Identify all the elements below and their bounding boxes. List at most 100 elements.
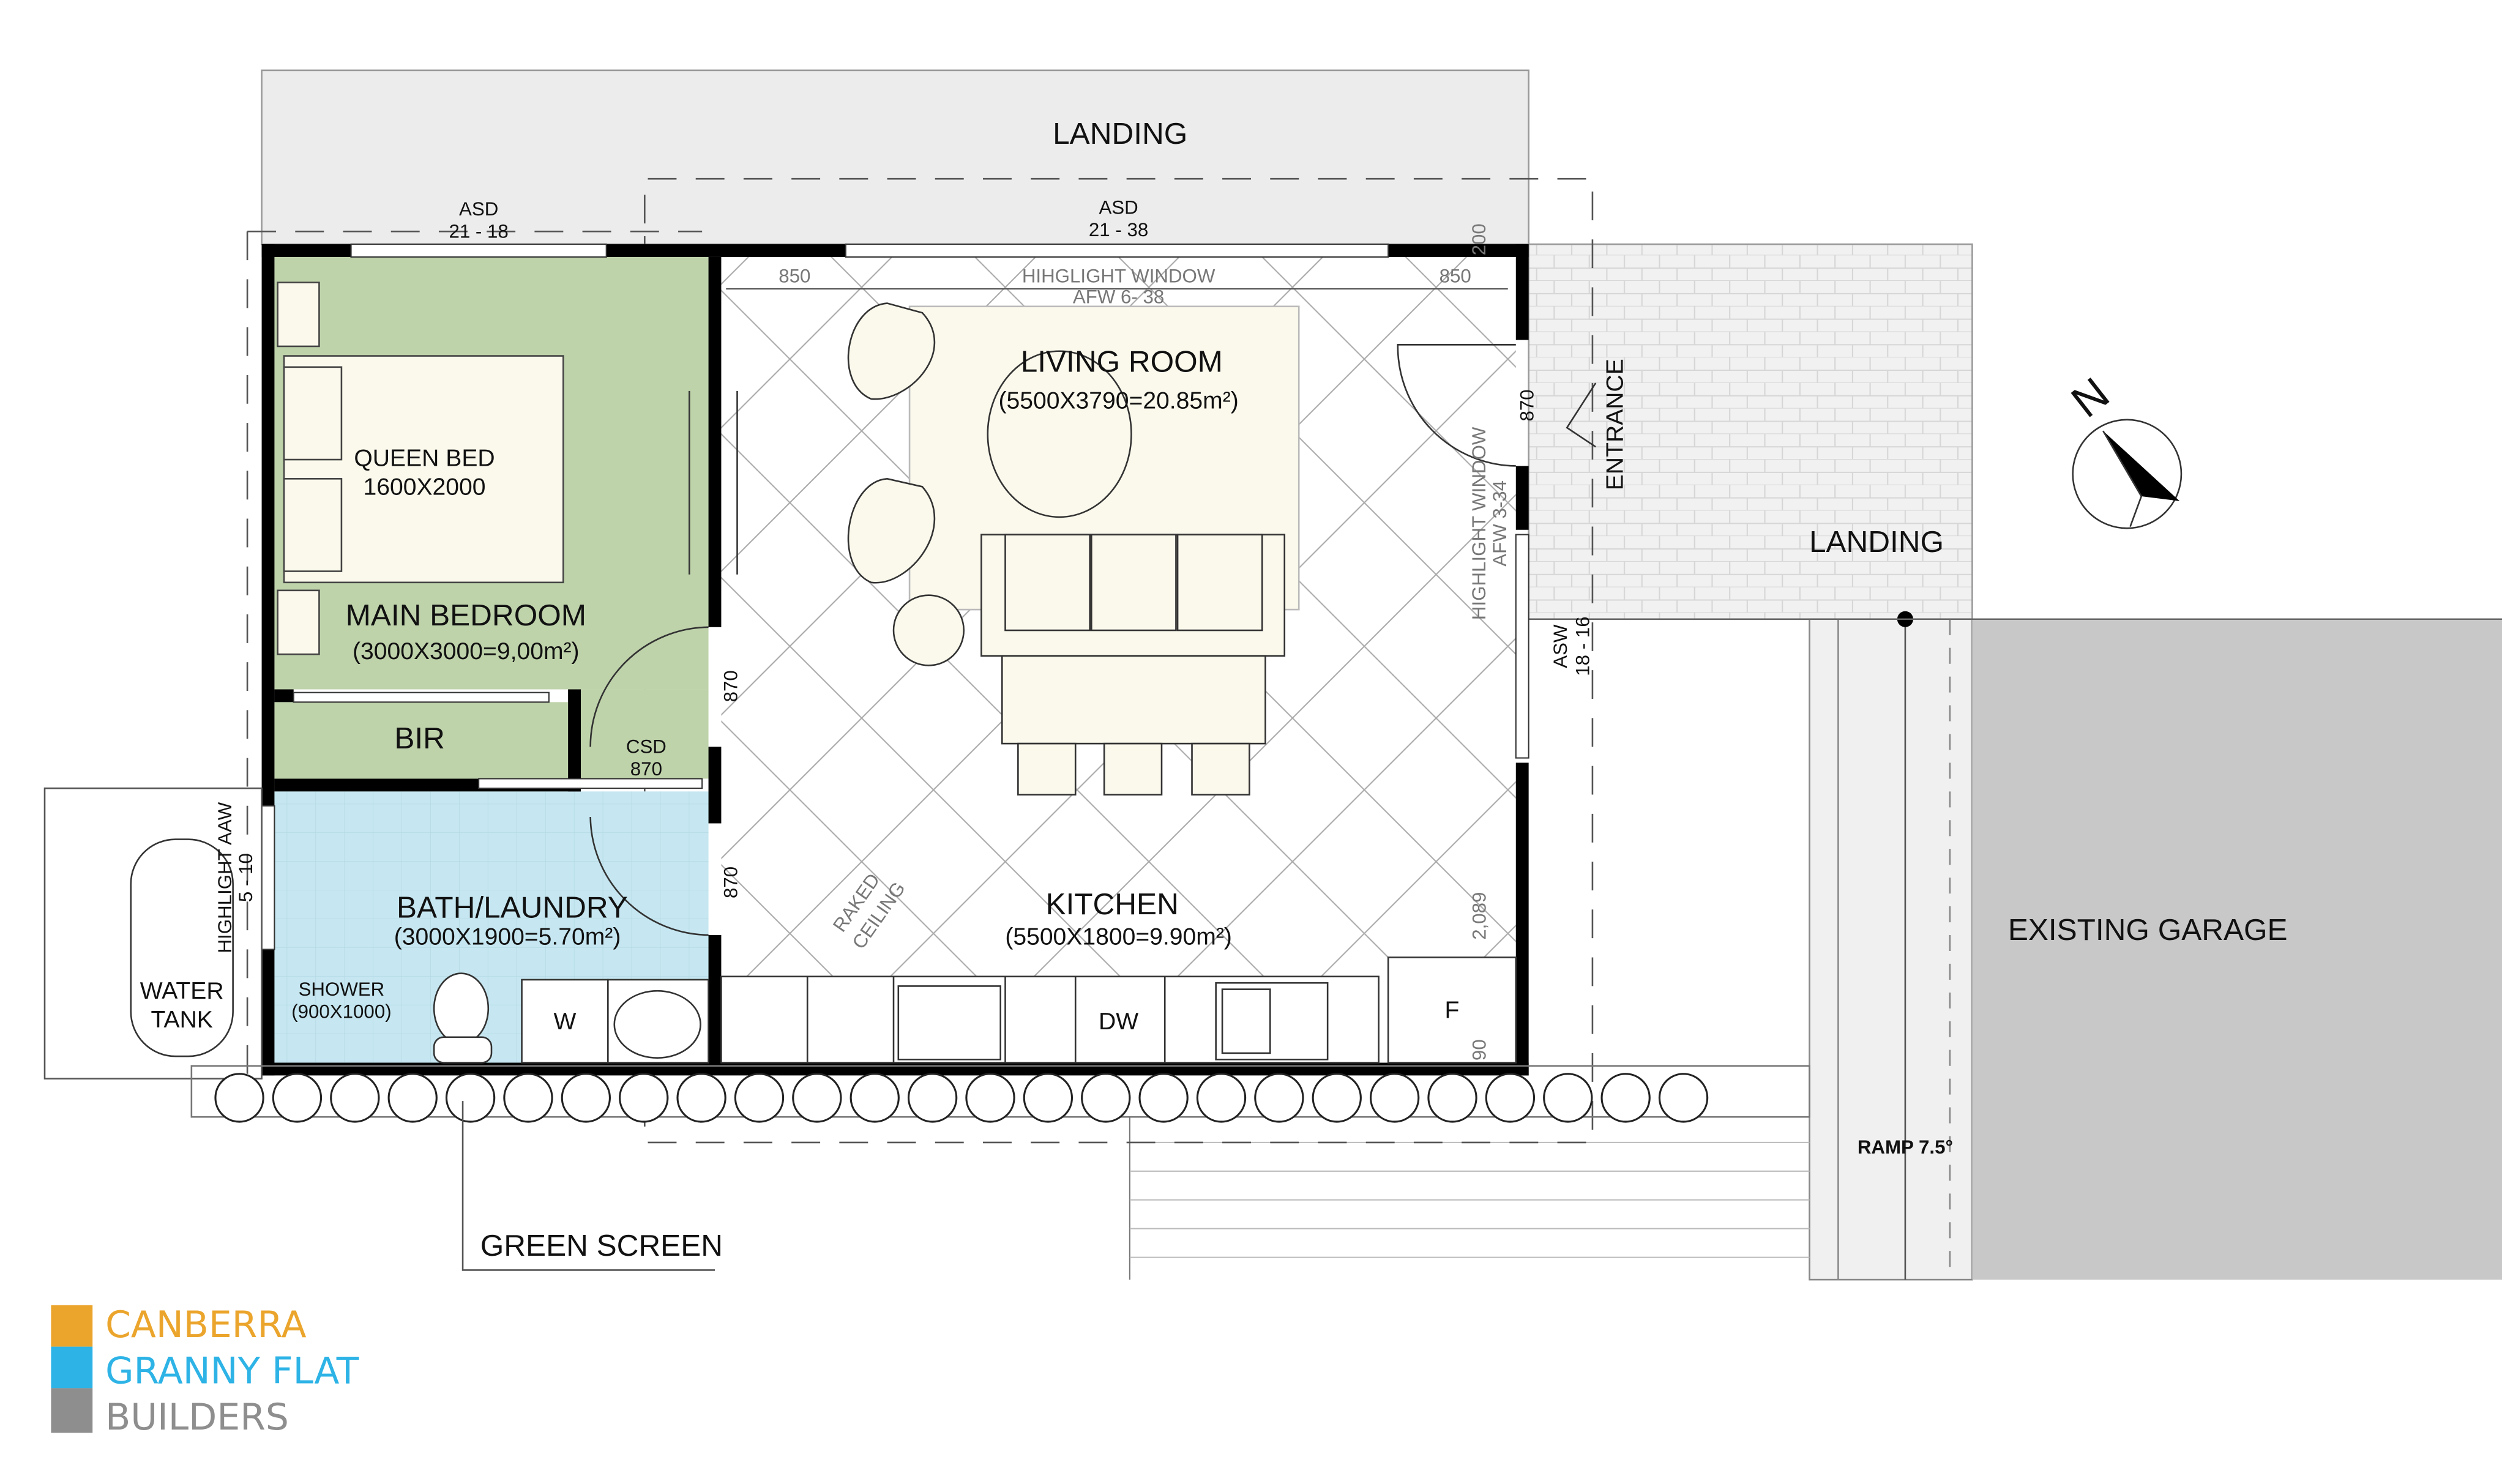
asd-left-1: ASD [459,198,498,220]
highlight-window-right-2: AFW 3-34 [1489,480,1511,567]
dining-table [1001,655,1266,745]
bush [272,1073,323,1123]
landing-top [261,69,1529,245]
bath-laundry-label: BATH/LAUNDRY [397,890,628,924]
bush [1254,1073,1304,1123]
doors [589,344,1516,936]
kitchen-counter [720,956,1517,1064]
existing-garage-label: EXISTING GARAGE [2008,913,2288,947]
chair [1103,742,1163,796]
green-screen-bushes [214,1073,1709,1123]
armchair [847,478,936,584]
entrance-label: ENTRANCE [1602,359,1628,490]
asd-left-2: 21 - 18 [449,221,508,242]
existing-garage [1972,619,2502,1280]
highlight-window-right-1: HIGHLIGHT WINDOW [1468,427,1490,620]
bush [1196,1073,1247,1123]
bush [1427,1073,1477,1123]
ramp [1809,618,1973,1281]
asw-2: 18 - 16 [1572,616,1594,676]
cooktop [897,985,1001,1061]
windows [261,244,1529,950]
washer [521,979,609,1064]
bir-floor [274,702,569,779]
water-tank [130,838,234,1057]
bush [1023,1073,1074,1123]
shower-label-1: SHOWER [299,979,385,1000]
north-arrow-icon [2072,419,2183,529]
kitchen-label: KITCHEN [1046,887,1179,921]
bush [503,1073,553,1123]
water-tank-label-1: WATER [140,978,224,1004]
bath-fixtures [433,972,709,1064]
green-screen-label: GREEN SCREEN [480,1229,723,1262]
bush [907,1073,958,1123]
living-furniture [847,302,1300,796]
hall-floor [581,689,709,779]
main-bedroom-area: (3000X3000=9,00m²) [353,638,580,665]
bush [1485,1073,1536,1123]
dim-200: 200 [1468,223,1490,255]
bush [1081,1073,1131,1123]
toilet [433,972,490,1045]
north-label: N [2063,368,2118,427]
bush [619,1073,669,1123]
dim-850-right: 850 [1440,266,1471,287]
bush [1658,1073,1709,1123]
bedroom-furniture [277,282,564,655]
asw-1: ASW [1550,624,1571,668]
bush [1543,1073,1593,1123]
dim-2089: 2,089 [1468,892,1490,940]
logo-line-1: CANBERRA [105,1303,307,1346]
coffee-table [987,350,1132,518]
bush [792,1073,842,1123]
bush [387,1073,438,1123]
csd-label-1: CSD [626,736,667,758]
bush [1600,1073,1651,1123]
living-room-label: LIVING ROOM [1021,345,1223,379]
landing-top-label: LANDING [1053,117,1187,151]
landing-right-label: LANDING [1809,525,1944,559]
bush [1369,1073,1420,1123]
bush [561,1073,611,1123]
bush [676,1073,726,1123]
armchair [847,302,936,400]
bush [214,1073,264,1123]
bath-laundry-area: (3000X1900=5.70m²) [394,924,621,950]
water-tank-label-2: TANK [151,1007,213,1033]
dim-870-entrance: 870 [1516,389,1537,421]
highlight-aaw-2: 5 - 10 [235,853,256,902]
kitchen-area: (5500X1800=9.90m²) [1005,924,1232,950]
fridge-label: F [1445,997,1460,1024]
bir-label: BIR [394,721,445,755]
bush [1312,1073,1362,1123]
logo-line-3: BUILDERS [105,1396,289,1439]
entrance-arrow-icon [1566,382,1597,448]
bush [850,1073,900,1123]
chair [1017,742,1077,796]
ramp-label: RAMP 7.5° [1858,1136,1953,1158]
queen-bed-label-1: QUEEN BED [354,445,495,471]
highlight-window-top-2: AFW 6- 38 [1073,286,1164,308]
chair [1191,742,1250,796]
highlight-aaw-1: HIGHLIGHT AAW [214,802,236,953]
side-table [892,594,965,666]
fridge [1387,956,1517,1064]
asd-top-2: 21 - 38 [1089,219,1148,240]
bush [330,1073,380,1123]
company-logo: CANBERRA GRANNY FLAT BUILDERS [51,1303,359,1439]
main-bedroom-label: MAIN BEDROOM [346,598,586,632]
living-room-area: (5500X3790=20.85m²) [998,388,1238,414]
basin [613,990,701,1059]
roof-outline [246,177,1594,1144]
bush [965,1073,1015,1123]
deck-lines [1129,1117,1810,1280]
landing-right [1528,243,1973,621]
asd-top-1: ASD [1099,197,1138,218]
dishwasher-label: DW [1099,1009,1138,1035]
shower-label-2: (900X1000) [291,1001,391,1023]
csd-label-2: 870 [630,758,662,780]
washer-label: W [553,1009,576,1035]
dim-870-bedroom: 870 [720,670,742,702]
